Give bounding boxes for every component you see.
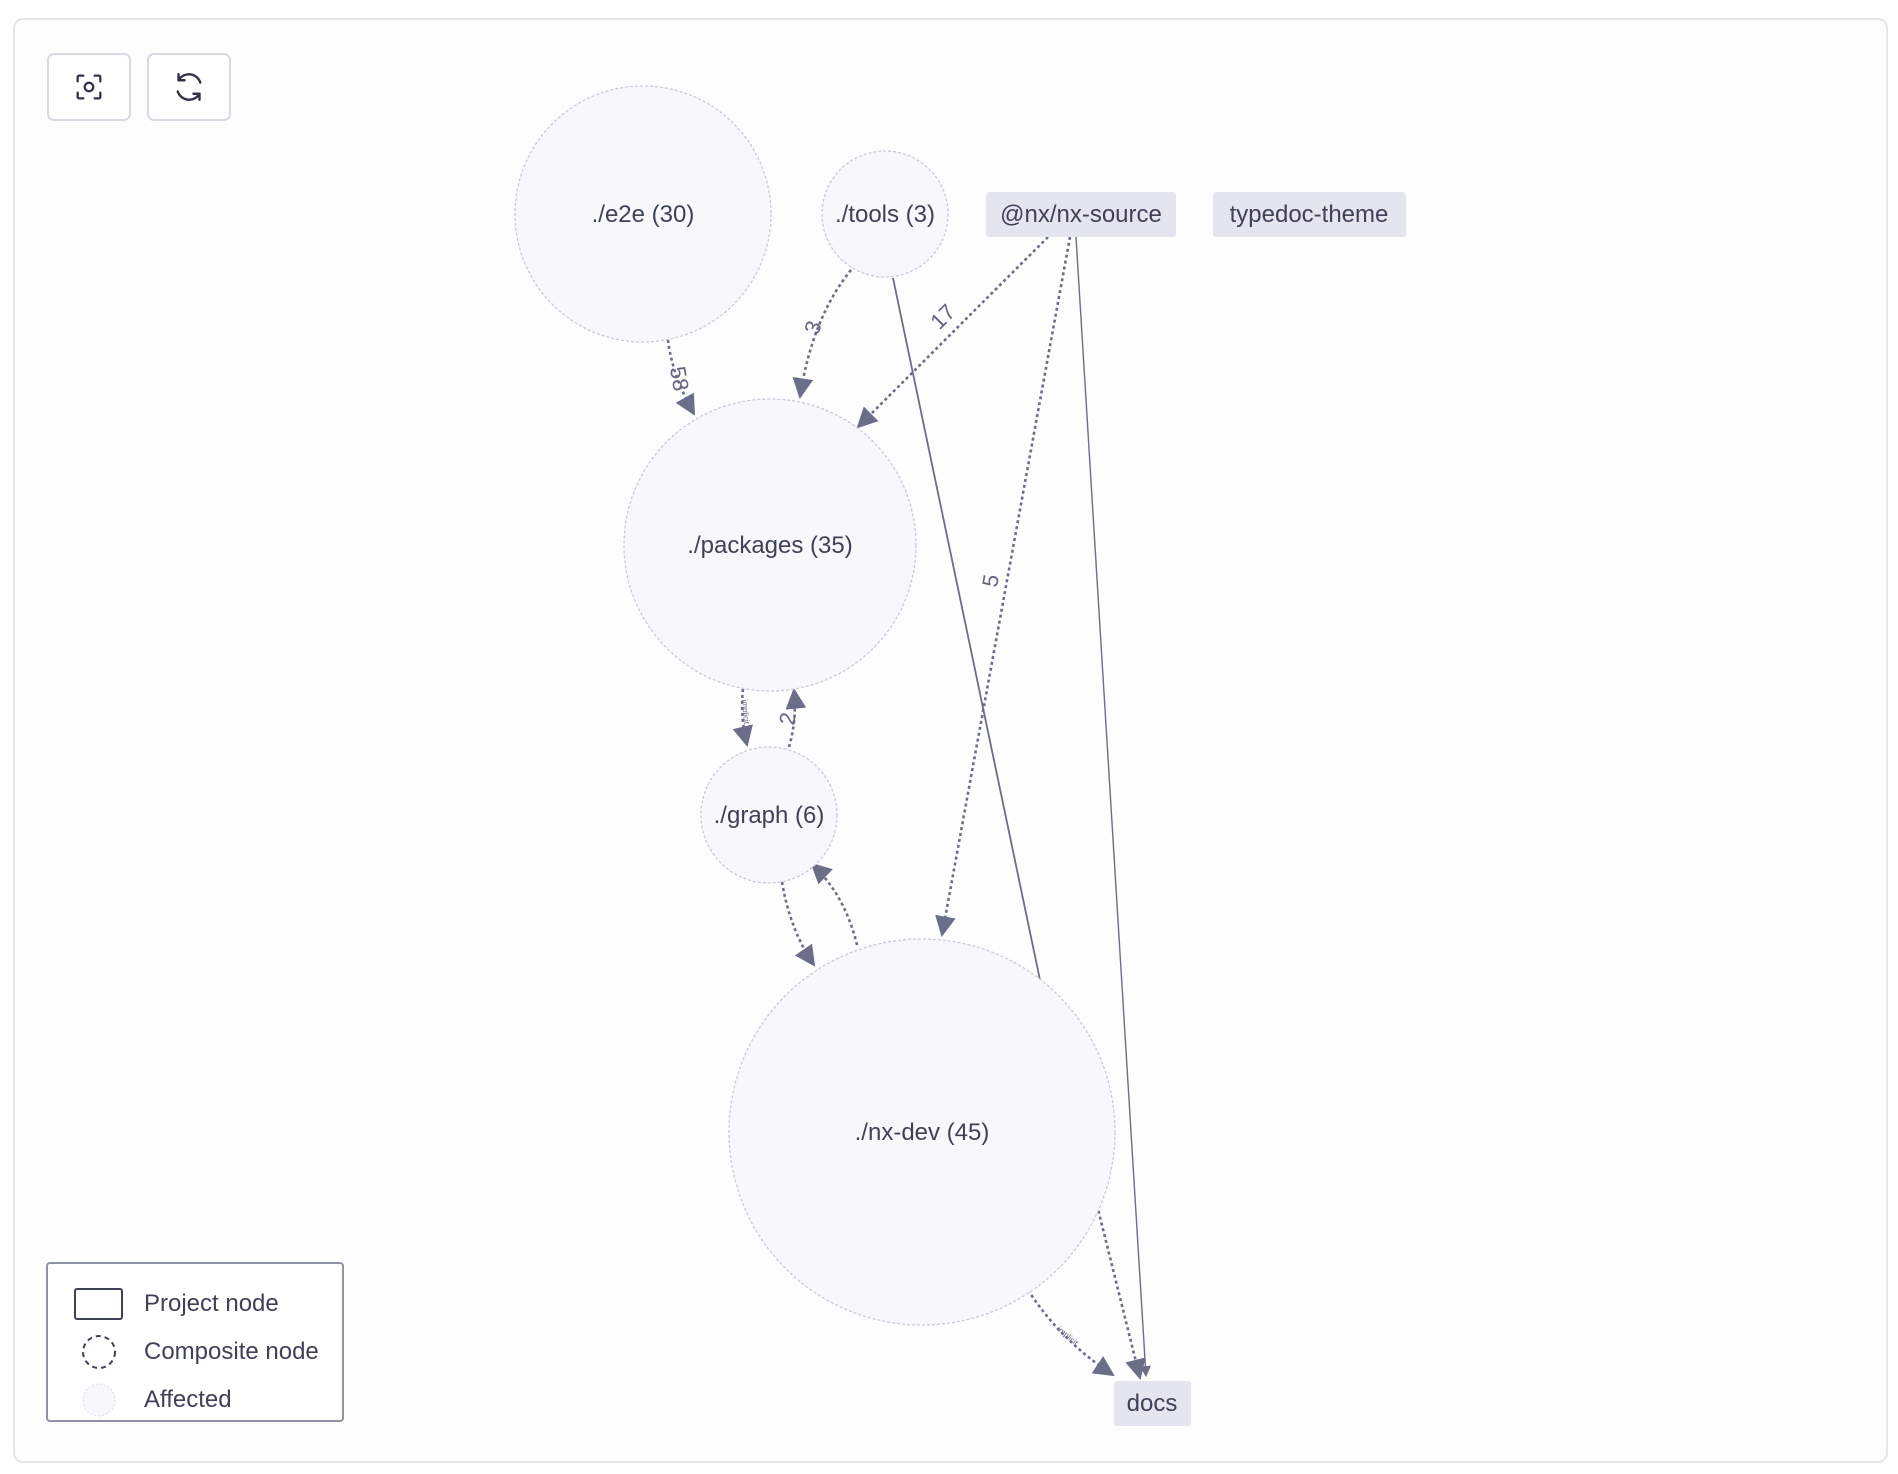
edge-nxdev-docs[interactable] — [1026, 1289, 1115, 1377]
composite-node-graph[interactable]: ./graph (6) — [700, 746, 838, 884]
edge-nxsource-nxdev[interactable] — [935, 236, 1072, 938]
composite-node-swatch-icon — [82, 1335, 116, 1369]
composite-node-packages[interactable]: ./packages (35) — [623, 398, 917, 692]
legend: Project node Composite node Affected — [46, 1262, 344, 1422]
project-node-nx-source[interactable]: @nx/nx-source — [986, 192, 1176, 237]
edge-label: 5 — [977, 572, 1004, 588]
edge-e2e-packages[interactable] — [666, 339, 696, 416]
node-label: ./e2e (30) — [592, 201, 695, 228]
composite-node-nx-dev[interactable]: ./nx-dev (45) — [728, 938, 1116, 1326]
legend-label: Project node — [144, 1290, 279, 1317]
edge-nxdev-docs-2[interactable] — [1095, 1204, 1146, 1381]
node-label: ./tools (3) — [835, 201, 935, 228]
node-label: ./packages (35) — [687, 532, 852, 559]
project-node-docs[interactable]: docs — [1114, 1381, 1191, 1426]
affected-swatch-icon — [82, 1383, 116, 1417]
node-label: @nx/nx-source — [1000, 201, 1162, 228]
legend-item-composite-node: Composite node — [48, 1332, 342, 1372]
edge-nxsource-packages[interactable] — [856, 236, 1049, 429]
edge-graph-nxdev[interactable] — [780, 881, 816, 967]
node-label: ./graph (6) — [714, 802, 825, 829]
edge-label: 58 — [665, 364, 694, 392]
edge-label: 17 — [925, 299, 960, 334]
fit-to-screen-button[interactable] — [47, 53, 131, 121]
edge-label: 2 — [774, 710, 801, 726]
edge-label: implicit — [740, 699, 751, 725]
project-node-typedoc-theme[interactable]: typedoc-theme — [1213, 192, 1406, 237]
node-label: ./nx-dev (45) — [855, 1119, 990, 1146]
edge-label: 3 — [799, 317, 827, 337]
legend-label: Composite node — [144, 1338, 319, 1365]
legend-item-affected: Affected — [48, 1380, 342, 1420]
edge-label: implicit — [1055, 1325, 1080, 1348]
composite-node-e2e[interactable]: ./e2e (30) — [514, 85, 772, 343]
refresh-icon — [176, 73, 202, 101]
edge-nxdev-graph[interactable] — [810, 862, 859, 946]
edge-tools-packages[interactable] — [792, 269, 853, 400]
legend-item-project-node: Project node — [48, 1284, 342, 1324]
composite-node-tools[interactable]: ./tools (3) — [821, 150, 949, 278]
reset-layout-button[interactable] — [147, 53, 231, 121]
node-label: docs — [1127, 1390, 1178, 1417]
node-label: typedoc-theme — [1230, 201, 1389, 228]
legend-label: Affected — [144, 1386, 232, 1413]
edge-tools-nxdev[interactable] — [892, 277, 1041, 981]
project-node-swatch-icon — [74, 1288, 123, 1320]
edge-nxsource-docs[interactable] — [1075, 236, 1151, 1378]
focus-center-icon — [76, 74, 102, 100]
